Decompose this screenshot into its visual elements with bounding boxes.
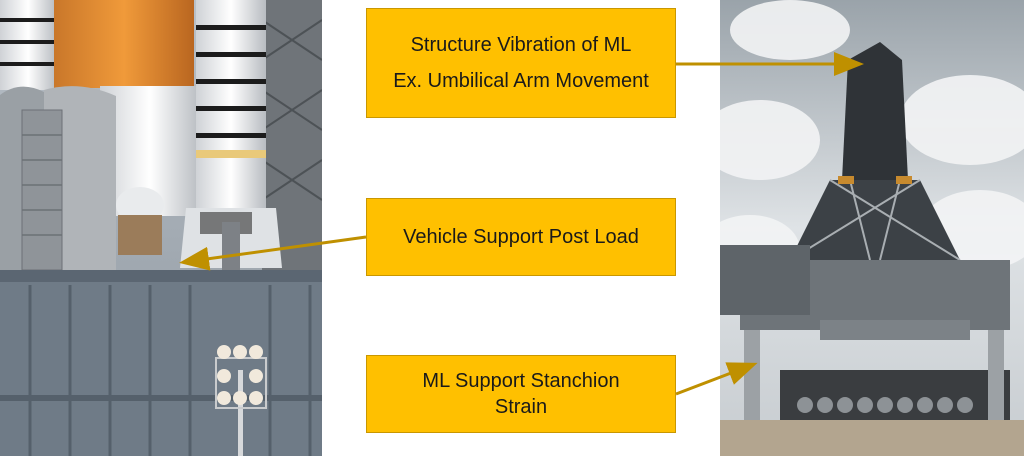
rocket-launch-platform-image	[0, 0, 322, 456]
structure-vibration-callout: Structure Vibration of ML Ex. Umbilical …	[366, 8, 676, 118]
mobile-launcher-tower-image	[720, 0, 1024, 456]
vehicle-support-post-callout: Vehicle Support Post Load	[366, 198, 676, 276]
ml-support-stanchion-callout: ML Support Stanchion Strain	[366, 355, 676, 433]
ml-support-stanchion-text: ML Support Stanchion Strain	[422, 370, 620, 418]
structure-vibration-title: Structure Vibration of ML	[410, 34, 632, 56]
vehicle-support-post-text: Vehicle Support Post Load	[403, 226, 639, 248]
umbilical-arm-movement-text: Ex. Umbilical Arm Movement	[393, 70, 649, 92]
